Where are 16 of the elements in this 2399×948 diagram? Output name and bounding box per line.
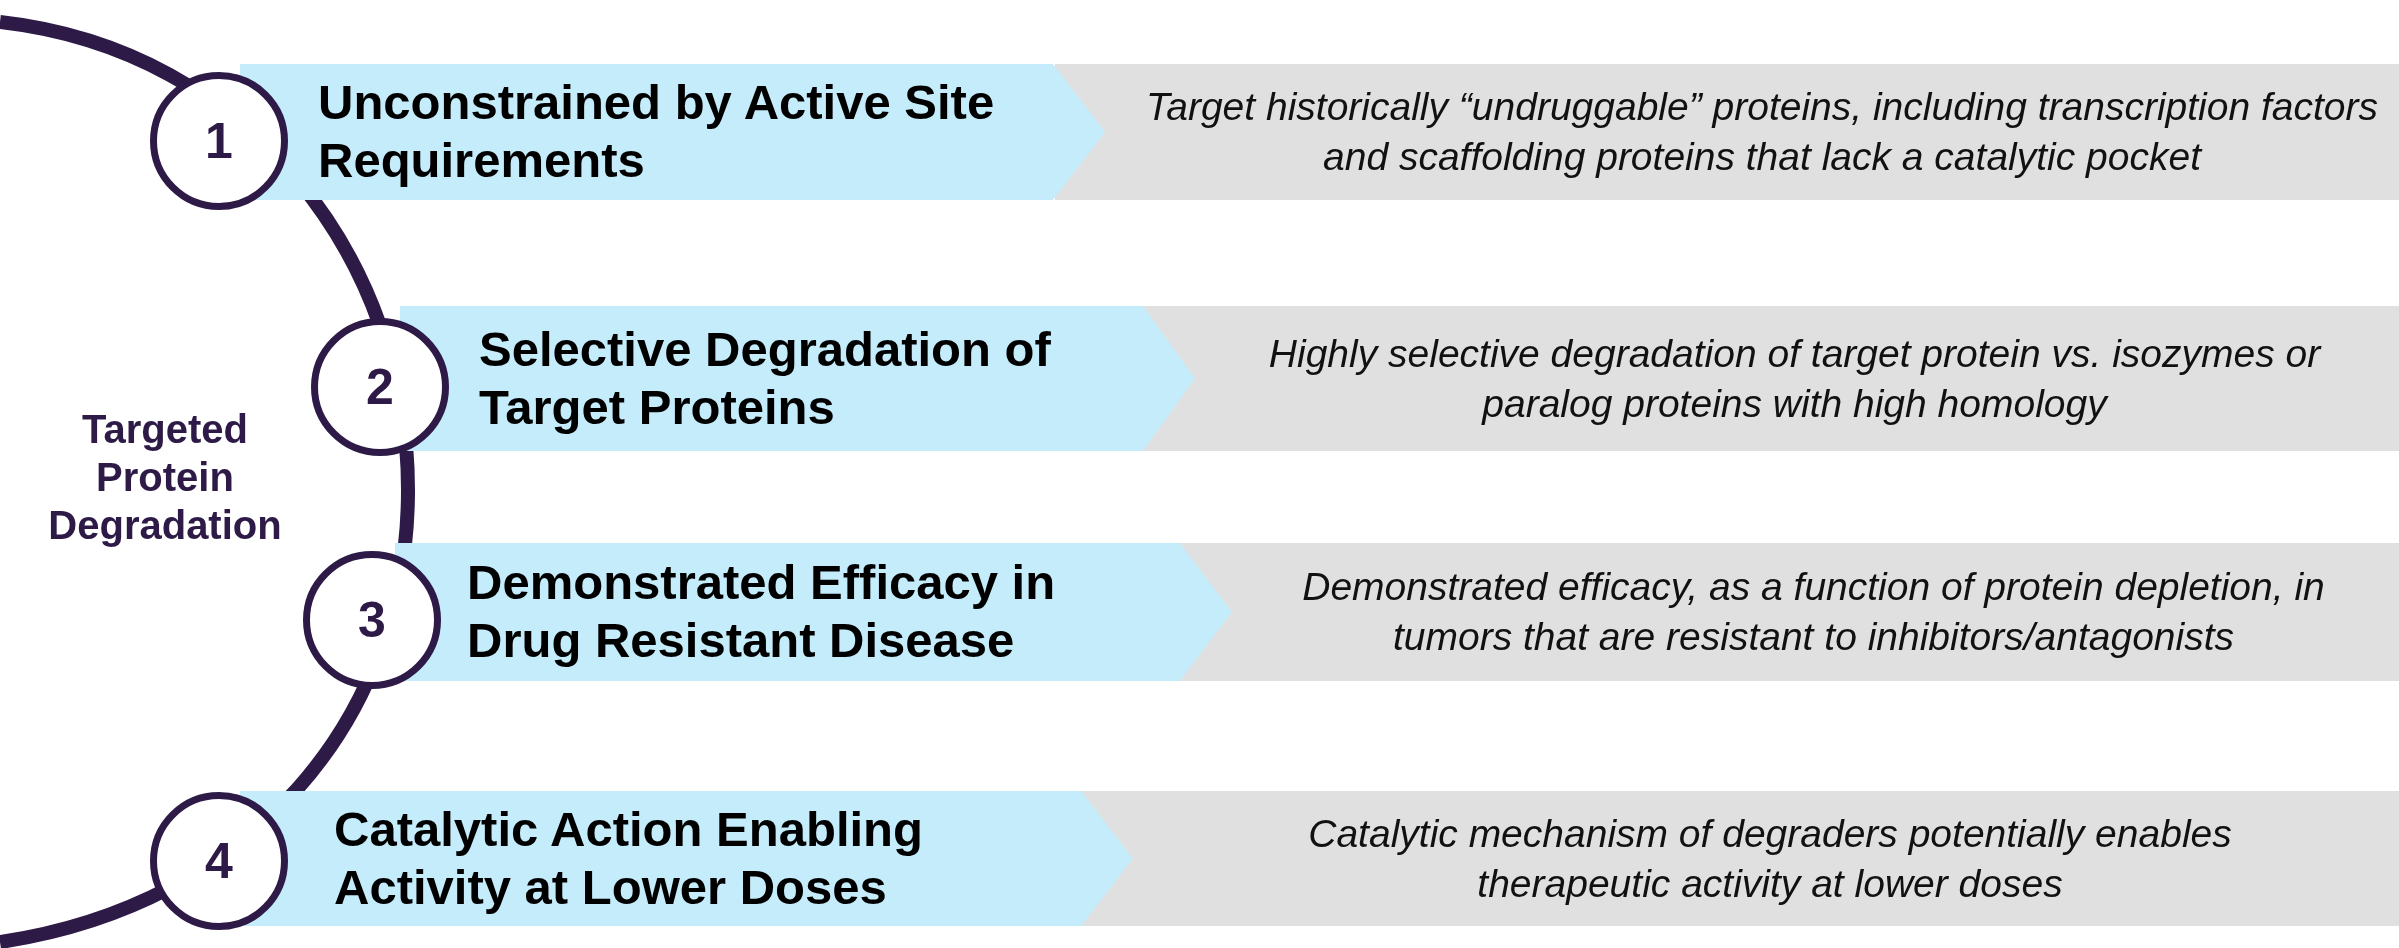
side-label: Targeted Protein Degradation	[47, 406, 283, 549]
number-circle: 3	[303, 551, 441, 689]
description-text: Catalytic mechanism of degraders potentially enables therapeutic activity at lower doses	[1307, 811, 2233, 907]
banner-title: Selective Degradation of Target Proteins	[479, 320, 1052, 436]
description-panel	[1055, 64, 2399, 200]
banner-title: Unconstrained by Active Site Requirements	[318, 74, 996, 189]
number-circle: 1	[150, 72, 288, 210]
description-text: Demonstrated efficacy, as a function of protein depletion, in tumors that are resistant to inhibitors/antagonists	[1301, 564, 2326, 660]
number-circle: 4	[150, 792, 288, 930]
description-panel	[1081, 791, 2399, 926]
description-panel	[1178, 543, 2399, 681]
banner-title: Demonstrated Efficacy in Drug Resistant Disease	[467, 554, 1057, 669]
description-text: Highly selective degradation of target protein vs. isozymes or paralog proteins with high homology	[1267, 331, 2323, 427]
number-circle: 2	[311, 318, 449, 456]
banner-title: Catalytic Action Enabling Activity at Lower Doses	[334, 800, 924, 916]
description-text: Target historically “undruggable” proteins, including transcription factors and scaffolding proteins that lack a catalytic pocket	[1145, 84, 2379, 180]
